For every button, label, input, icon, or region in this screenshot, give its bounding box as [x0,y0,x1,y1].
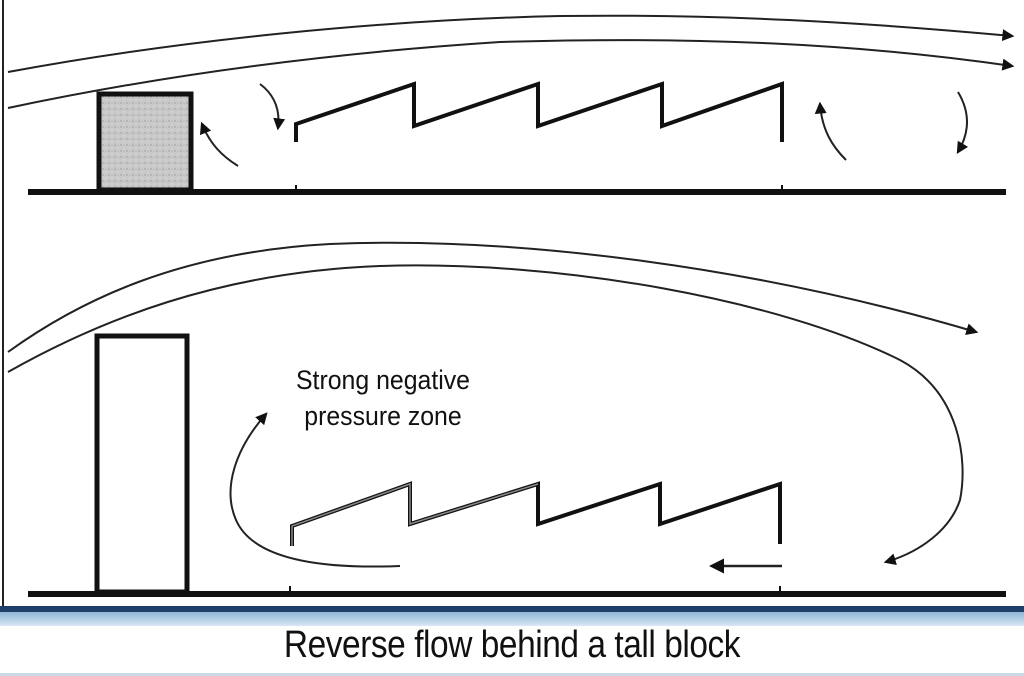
top-sawtooth-roof [294,81,784,142]
caption-bottom-line [0,673,1024,676]
top-streamline-2 [7,39,1015,109]
bottom-sawtooth-roof [290,481,782,546]
negative-pressure-zone-label: Strong negative pressure zone [259,362,507,434]
caption-bar-light [0,612,1024,626]
top-eddy-arrow-3 [814,101,847,161]
short-block [96,91,194,193]
reverse-flow-arrow-rising [229,412,401,568]
top-eddy-arrow-4 [956,91,969,155]
zone-label-line-2: pressure zone [304,401,462,431]
zone-label-line-1: Strong negative [295,365,470,395]
top-eddy-arrow-1 [259,83,286,131]
top-panel [7,14,1015,195]
airflow-diagram [2,0,1015,608]
caption-band: Reverse flow behind a tall block [0,606,1024,676]
top-streamline-1 [7,14,1015,73]
tall-block [94,333,190,595]
bottom-panel [7,241,1006,597]
figure-caption: Reverse flow behind a tall block [283,624,741,666]
bottom-streamline-2 [7,264,964,566]
bottom-streamline-1 [7,241,979,353]
caption-bar-dark [0,606,1024,612]
top-eddy-arrow-2 [199,121,239,167]
